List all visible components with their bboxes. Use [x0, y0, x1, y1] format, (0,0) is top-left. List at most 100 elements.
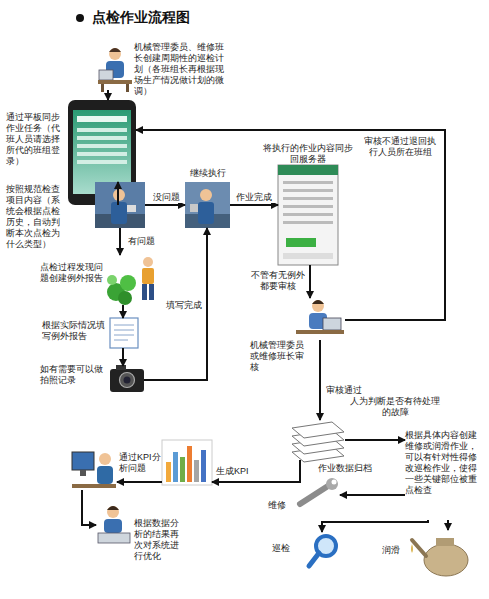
node-text: 生成KPI	[216, 466, 262, 477]
reviewer-person-part	[323, 318, 341, 330]
node-text: 润滑	[382, 545, 408, 556]
camera	[110, 365, 144, 392]
analyst-person-part	[72, 452, 94, 470]
flow-arrow	[340, 494, 405, 496]
inspector-photo	[95, 182, 145, 228]
tablet-device-part	[77, 128, 127, 132]
continue-step: 继续执行	[185, 182, 230, 228]
edge-label: 审核不通过退回执行人员所在班组	[360, 136, 440, 158]
oil-can	[411, 538, 468, 576]
planner-person-part	[109, 48, 121, 52]
flow-arrow	[345, 439, 405, 441]
title-bullet	[76, 14, 84, 22]
reviewer-person-part	[296, 330, 344, 334]
worker-flowers-part	[143, 257, 153, 267]
node-text: 按照规范检查项目内容（系统会根据点检历史，自动判断本次点检为什么类型）	[6, 184, 66, 250]
flow-arrow	[117, 182, 119, 205]
optimizer-person-part	[104, 519, 122, 533]
title-bullet-part	[76, 14, 84, 22]
flow-arrow	[136, 130, 445, 320]
flow-arrow	[309, 265, 311, 298]
tablet-device-part	[73, 110, 131, 194]
node-text: 根据具体内容创建维修或润滑作业，可以有针对性得修改巡检作业，使得一些关键部位被重…	[405, 430, 481, 496]
worker-flowers-part	[120, 275, 136, 291]
reviewer-person	[296, 300, 344, 334]
server-screen	[278, 165, 338, 265]
work-order-step: 根据具体内容创建维修或润滑作业，可以有针对性得修改巡检作业，使得一些关键部位被重…	[405, 428, 481, 520]
wrench-tool-part	[300, 486, 328, 504]
plan-step: 机械管理委员、维修班长创建周期性的巡检计划（各班组长再根据现场生产情况做计划的微…	[100, 45, 130, 90]
report-step: 根据实际情况填写例外报告	[110, 318, 138, 348]
worker-flowers-part	[142, 284, 147, 300]
optimizer-person-part	[107, 506, 119, 510]
inspector-photo	[185, 182, 230, 228]
oil-can-part	[411, 544, 413, 553]
edge-label: 没问题	[148, 192, 184, 203]
edge-label: 不管有无例外都要审核	[250, 270, 306, 292]
node-text: 通过平板同步作业任务（代班人员请选择所代的班组登录）	[6, 112, 64, 167]
flow-arrow	[122, 348, 124, 366]
server-screen-part	[283, 205, 333, 208]
planner-person-part	[98, 80, 132, 84]
magnifier	[309, 536, 336, 566]
node-text: 巡检	[272, 543, 298, 554]
flow-arrow	[447, 520, 449, 530]
reviewer-person-part	[312, 300, 324, 304]
kpi-chart-part	[180, 457, 185, 482]
node-text: 通过KPI分析问题	[119, 452, 161, 474]
inspector-photo-part	[198, 202, 214, 224]
node-text: 维修	[268, 500, 294, 511]
planner-person	[98, 48, 132, 92]
worker-flowers-part	[118, 291, 132, 305]
camera-part	[116, 365, 126, 370]
kpi-chart-part	[194, 460, 199, 482]
worker-flowers	[107, 257, 154, 305]
analyst-person	[72, 452, 116, 488]
report-document-part	[114, 335, 134, 336]
server-screen-part	[286, 238, 316, 247]
node-text: 点检过程发现问题创建例外报告	[40, 262, 106, 284]
kpi-chart-part	[187, 446, 192, 482]
planner-person-part	[101, 84, 104, 92]
worker-flowers-part	[149, 284, 154, 300]
analyst-person-part	[72, 484, 116, 488]
optimizer-person-part	[98, 533, 130, 543]
review-step: 机械管理委员或维修班长审核	[295, 298, 345, 340]
flow-arrow	[107, 90, 109, 100]
oil-can-part	[424, 544, 468, 576]
server-screen-part	[283, 189, 333, 192]
archive-papers	[292, 422, 344, 462]
diagram-title: 点检作业流程图	[92, 9, 190, 27]
kpi-chart-part	[166, 462, 171, 482]
analyst-person-part	[97, 466, 113, 484]
flow-arrow	[119, 228, 121, 255]
kpi-chart-part	[173, 452, 178, 482]
lube-step: 润滑	[412, 530, 472, 580]
exception-step: 点检过程发现问题创建例外报告	[108, 255, 158, 305]
report-document-part	[114, 340, 128, 341]
edge-label: 审核通过	[324, 385, 364, 396]
reviewer-person-part	[312, 300, 324, 312]
tablet-step: 通过平板同步作业任务（代班人员请选择所代的班组登录）	[68, 100, 136, 205]
report-document-part	[114, 325, 134, 326]
node-text: 机械管理委员、维修班长创建周期性的巡检计划（各班组长再根据现场生产情况做计划的微…	[134, 42, 228, 97]
node-text: 继续执行	[182, 168, 234, 179]
flow-arrow	[230, 204, 278, 206]
archive-papers-part	[292, 422, 344, 438]
camera-part	[124, 377, 131, 384]
kpi-chart	[162, 440, 212, 485]
worker-flowers-part	[107, 275, 117, 285]
planner-person-part	[109, 48, 121, 60]
flow-arrow	[117, 481, 162, 483]
kpi-chart-part	[162, 440, 212, 485]
inspector-photo-part	[127, 205, 136, 212]
patrol-step: 巡检	[305, 532, 340, 570]
tablet-device-part	[77, 152, 127, 156]
optimize-step: 根据数据分析的结果再次对系统进行优化	[96, 505, 131, 545]
server-screen-part	[283, 213, 333, 216]
report-document-part	[114, 330, 134, 331]
flow-arrow	[144, 228, 207, 380]
tablet-device-part	[77, 136, 127, 140]
flow-arrow	[319, 340, 321, 420]
